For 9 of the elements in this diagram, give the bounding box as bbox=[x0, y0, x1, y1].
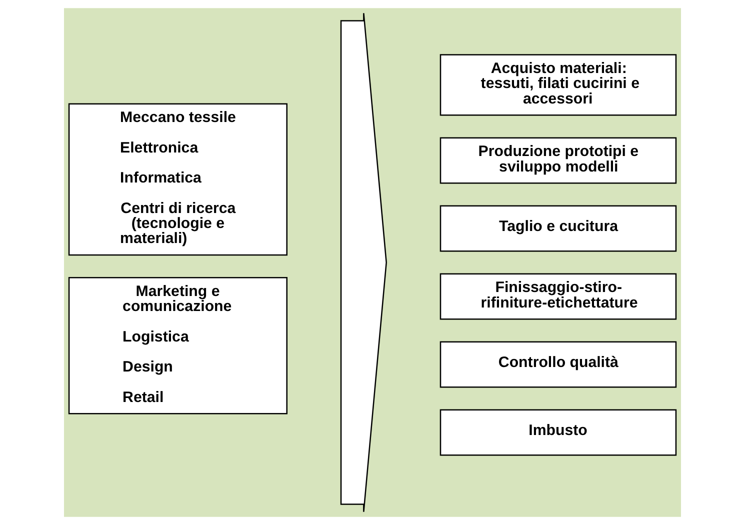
node-box: Produzione prototipi e sviluppo modelli bbox=[439, 137, 676, 184]
node-box: Taglio e cucitura bbox=[439, 205, 676, 252]
node-box: Finissaggio-stiro-rifiniture-etichettature bbox=[439, 273, 676, 320]
node-box: Imbusto bbox=[439, 409, 676, 456]
node-arrow bbox=[340, 12, 386, 512]
node-box: Marketing e comunicazione Logistica Design Retail bbox=[68, 276, 287, 414]
node-box: Controllo qualità bbox=[439, 341, 676, 388]
node-box: Meccano tessile Elettronica Informatica Centri di ricerca (tecnologie e materiali) bbox=[68, 103, 287, 256]
node-box: Acquisto materiali: tessuti, filati cucirini e accessori bbox=[439, 54, 676, 116]
